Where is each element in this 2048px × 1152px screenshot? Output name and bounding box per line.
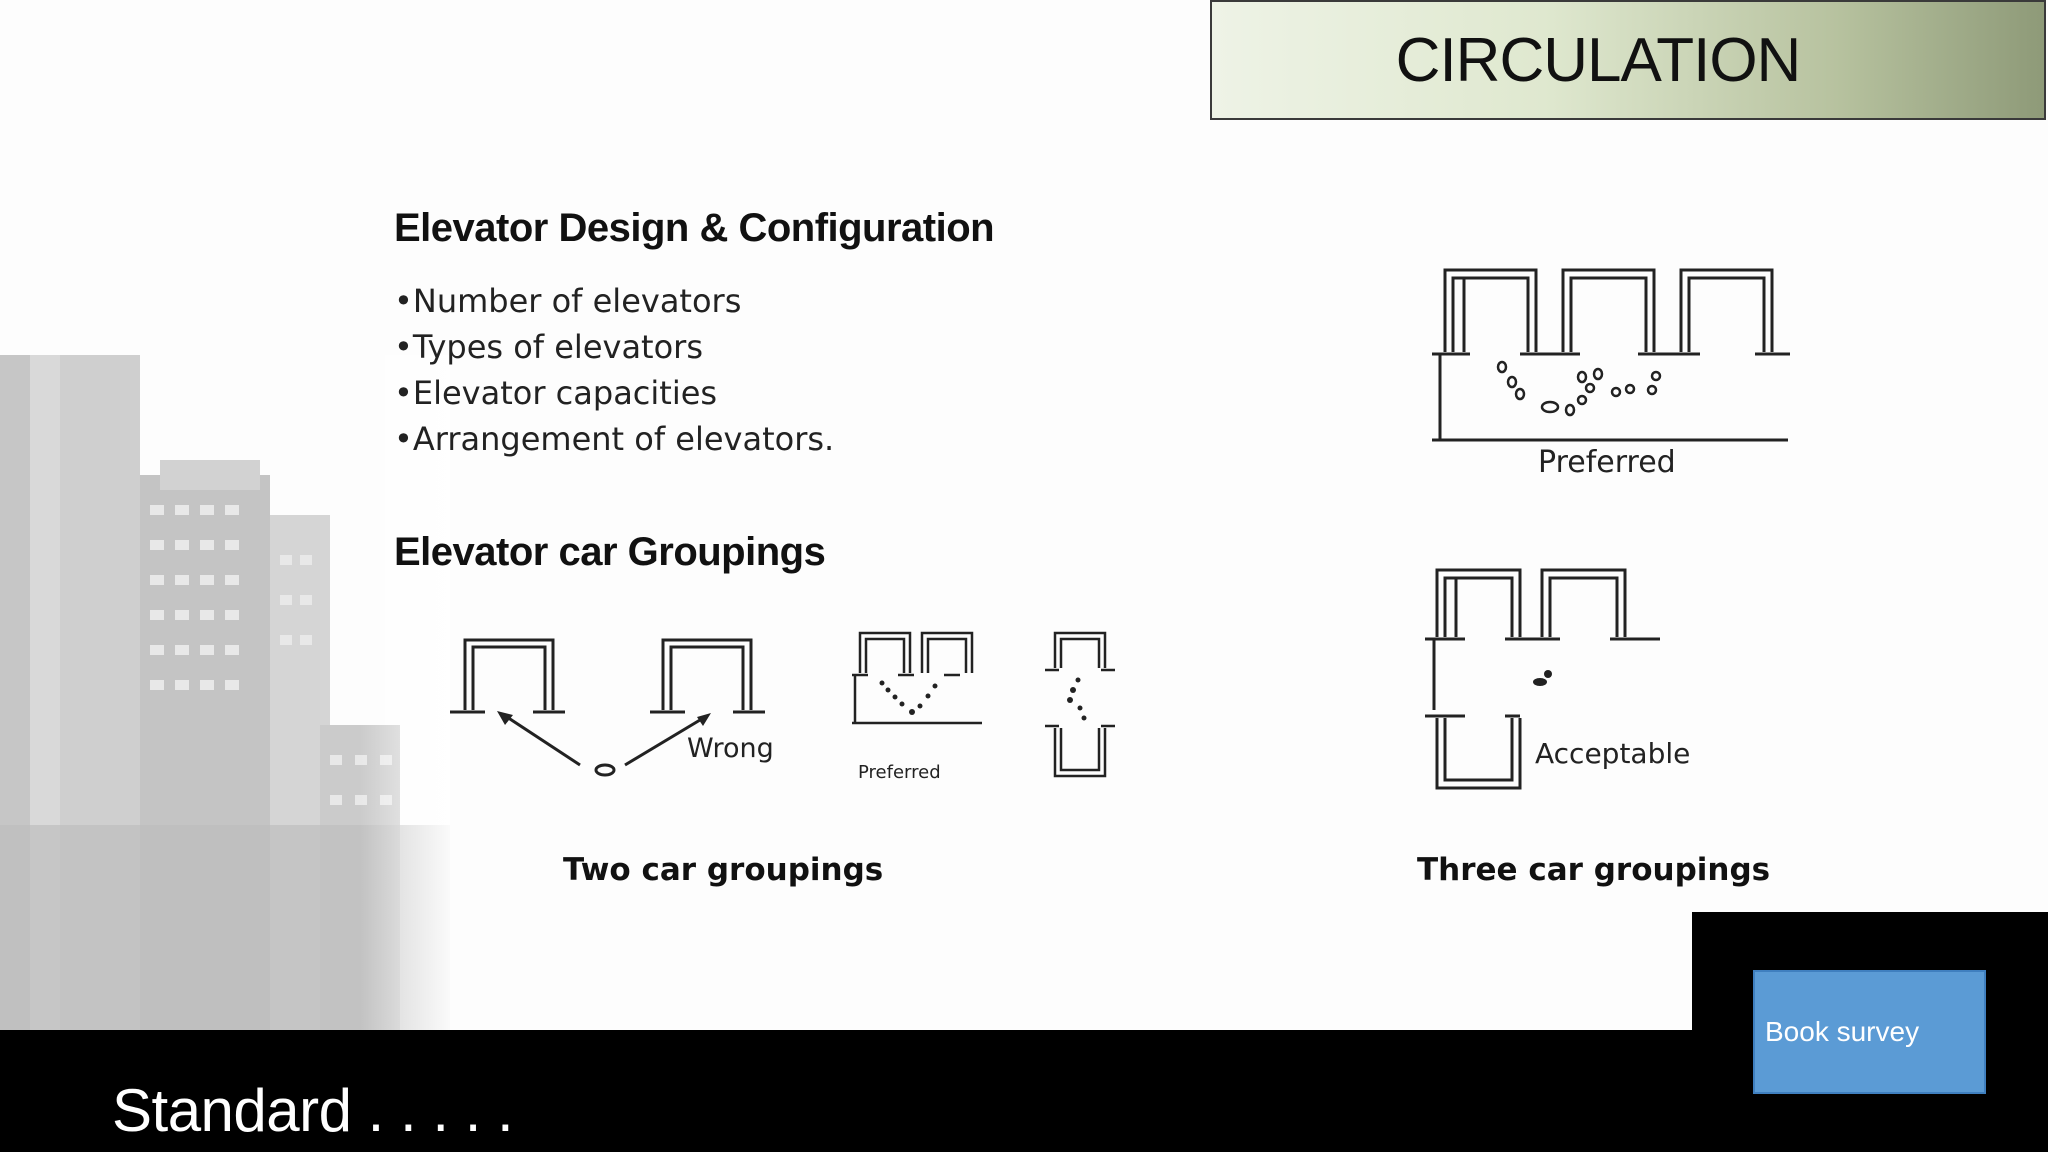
diagram-label-preferred-small: Preferred <box>858 762 941 783</box>
caption-two-car-groupings: Two car groupings <box>563 852 884 888</box>
bullet-item: •Arrangement of elevators. <box>394 420 835 458</box>
diagram-three-car-preferred: Preferred <box>1432 268 1790 480</box>
caption-three-car-groupings: Three car groupings <box>1417 852 1771 888</box>
slide-title: CIRCULATION <box>1395 25 1802 95</box>
bullet-item: •Elevator capacities <box>394 374 718 412</box>
diagram-label-wrong: Wrong <box>687 733 774 764</box>
bullet-list: •Number of elevators •Types of elevators… <box>394 278 834 462</box>
diagram-label-preferred: Preferred <box>1538 445 1676 480</box>
section-heading-design: Elevator Design & Configuration <box>394 206 995 250</box>
title-box: CIRCULATION <box>1210 0 2046 120</box>
diagram-two-car-wrong: Wrong <box>450 638 774 777</box>
book-survey-button[interactable]: Book survey <box>1753 970 1986 1094</box>
diagram-three-car-acceptable: Acceptable <box>1425 568 1690 790</box>
diagram-two-car-preferred: Preferred <box>852 631 982 783</box>
bullet-item: •Number of elevators <box>394 282 742 320</box>
building-background-image <box>0 355 450 1030</box>
section-heading-groupings: Elevator car Groupings <box>394 530 826 574</box>
diagram-label-acceptable: Acceptable <box>1535 737 1690 770</box>
bullet-item: •Types of elevators <box>394 328 703 366</box>
footer-title: Standard . . . . . <box>112 1077 514 1144</box>
diagram-two-car-facing <box>1045 631 1115 778</box>
footer-band <box>0 1030 2048 1152</box>
